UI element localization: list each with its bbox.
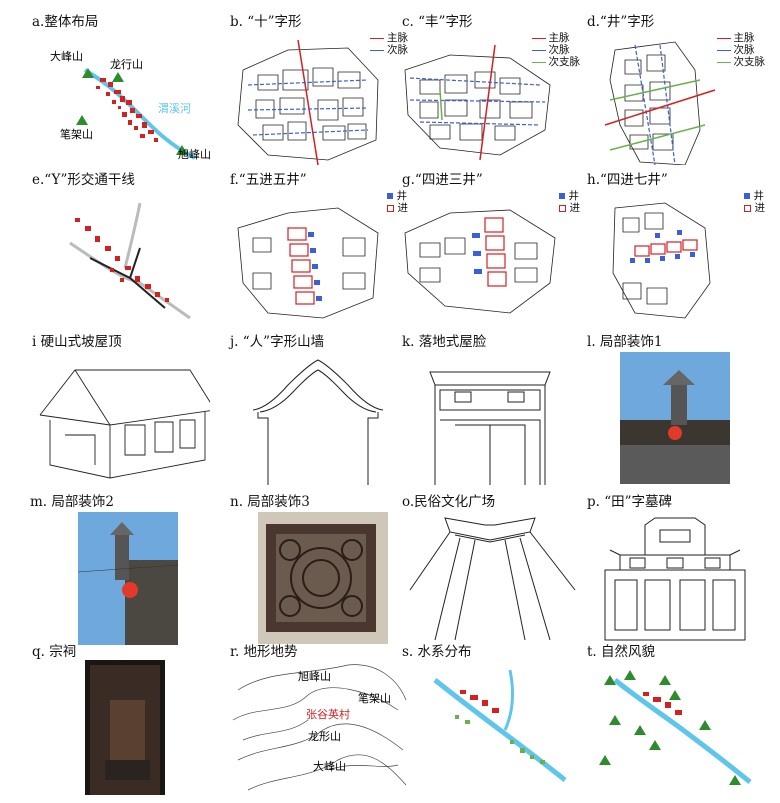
panel-j-label: j. “人”字形山墙 <box>230 334 325 350</box>
terrain-label: 旭峰山 <box>298 669 331 683</box>
tian-tombstone-drawing <box>604 517 746 641</box>
legend: 井 进 <box>743 190 766 214</box>
terrain-label: 张谷英村 <box>306 707 350 721</box>
legend-secondary: 次脉 <box>387 44 408 56</box>
panel-g-label: g.“四进三井” <box>402 172 483 188</box>
panel-k-label: k. 落地式屋脸 <box>402 334 487 350</box>
mountain-label: 旭峰山 <box>178 147 210 161</box>
legend: 井 进 <box>558 190 581 214</box>
panel-a-label: a.整体布局 <box>32 14 99 30</box>
five-hall-plan <box>237 207 379 319</box>
legend-well: 井 <box>568 190 580 202</box>
panel-g: g.“四进三井” 井 进 <box>400 168 580 323</box>
legend-well: 井 <box>753 190 765 202</box>
panel-d-label: d.“井”字形 <box>587 14 655 30</box>
panel-b: b. “十”字形 主脉 次脉 <box>228 10 408 165</box>
mountain-icon <box>76 115 88 125</box>
panel-c: c. “丰”字形 主脉 次脉 次支脉 <box>400 10 580 165</box>
floor-facade-drawing <box>429 371 551 485</box>
natural-landscape-map <box>599 670 752 785</box>
panel-q-label: q. 宗祠 <box>32 644 77 660</box>
terrain-label: 笔架山 <box>358 691 391 705</box>
panel-a: a.整体布局 大峰山 龙行山 笔架山 旭峰山 渭溪河 <box>30 10 210 165</box>
water-system-map <box>433 669 567 782</box>
panel-j: j. “人”字形山墙 <box>228 330 408 485</box>
panel-c-label: c. “丰”字形 <box>402 14 473 30</box>
feng-pattern-plan <box>404 44 551 161</box>
mountain-label: 龙行山 <box>110 58 143 71</box>
mountain-icon <box>82 68 94 78</box>
y-transport-map <box>69 202 191 320</box>
decoration-photo-2 <box>77 512 179 645</box>
panel-l-label: l. 局部装饰1 <box>587 334 663 350</box>
terrain-label: 大峰山 <box>313 759 346 773</box>
panel-h-label: h.“四进七井” <box>587 172 668 188</box>
panel-s: s. 水系分布 <box>400 640 580 795</box>
panel-t: t. 自然风貌 <box>585 640 765 795</box>
panel-m: m. 局部装饰2 <box>30 490 240 645</box>
panel-i: i 硬山式坡屋顶 <box>30 330 210 485</box>
panel-k: k. 落地式屋脸 <box>400 330 580 485</box>
mountain-icon <box>176 145 188 155</box>
ancestral-hall-photo <box>85 660 165 795</box>
terrain-sketch: 旭峰山 笔架山 张谷英村 龙形山 大峰山 <box>232 664 407 791</box>
folk-culture-plaza-drawing <box>409 517 576 641</box>
panel-p: p. “田”字墓碑 <box>585 490 765 645</box>
legend-hall: 进 <box>569 202 581 214</box>
panel-s-label: s. 水系分布 <box>402 644 472 660</box>
panel-i-label: i 硬山式坡屋顶 <box>32 334 122 350</box>
legend: 井 进 <box>386 190 409 214</box>
legend-main: 主脉 <box>548 32 570 44</box>
legend-branch: 次支脉 <box>733 56 766 68</box>
legend: 主脉 次脉 次支脉 <box>531 32 581 68</box>
cross-pattern-plan <box>237 39 379 165</box>
panel-o-label: o.民俗文化广场 <box>402 494 496 510</box>
mountain-label: 大峰山 <box>50 49 83 63</box>
legend-branch: 次支脉 <box>548 56 581 68</box>
panel-b-label: b. “十”字形 <box>230 14 302 30</box>
four-hall-plan <box>404 209 556 314</box>
hard-gable-roof-drawing <box>39 369 210 479</box>
legend: 主脉 次脉 次支脉 <box>716 32 766 68</box>
panel-f: f.“五进五井” 井 进 <box>228 168 408 323</box>
decoration-photo-3 <box>258 512 388 644</box>
panel-r-label: r. 地形地势 <box>230 644 298 660</box>
ren-gable-wall-drawing <box>252 359 384 485</box>
legend-secondary: 次脉 <box>548 44 570 56</box>
decoration-photo-1 <box>620 352 730 484</box>
legend-main: 主脉 <box>387 32 408 44</box>
panel-n-label: n. 局部装饰3 <box>230 494 310 510</box>
panel-l: l. 局部装饰1 <box>585 330 765 485</box>
mountain-label: 笔架山 <box>60 127 93 141</box>
panel-m-label: m. 局部装饰2 <box>30 494 114 510</box>
terrain-label: 龙形山 <box>308 730 341 743</box>
jing-pattern-plan <box>604 41 716 165</box>
panel-h: h.“四进七井” 井 进 <box>585 168 765 323</box>
panel-e-label: e.“Y”形交通干线 <box>32 172 135 188</box>
legend-main: 主脉 <box>733 32 755 44</box>
four-hall-seven-well-plan <box>612 202 711 319</box>
panel-n: n. 局部装饰3 <box>228 490 408 645</box>
legend-secondary: 次脉 <box>733 44 755 56</box>
panel-t-label: t. 自然风貌 <box>587 644 656 660</box>
legend-hall: 进 <box>754 202 766 214</box>
overall-layout-map: 大峰山 龙行山 笔架山 旭峰山 渭溪河 <box>50 49 210 161</box>
mountain-icon <box>112 72 124 82</box>
panel-d: d.“井”字形 主脉 次脉 次支脉 <box>585 10 765 165</box>
legend-well: 井 <box>396 190 408 202</box>
legend: 主脉 次脉 <box>370 32 408 56</box>
panel-f-label: f.“五进五井” <box>230 172 307 188</box>
panel-o: o.民俗文化广场 <box>400 490 580 645</box>
panel-r: r. 地形地势 旭峰山 笔架山 张谷英村 龙形山 大峰山 <box>228 640 408 795</box>
legend-hall: 进 <box>397 202 409 214</box>
river-label: 渭溪河 <box>158 102 191 115</box>
panel-q: q. 宗祠 <box>30 640 210 795</box>
panel-p-label: p. “田”字墓碑 <box>587 494 673 510</box>
panel-e: e.“Y”形交通干线 <box>30 168 210 323</box>
